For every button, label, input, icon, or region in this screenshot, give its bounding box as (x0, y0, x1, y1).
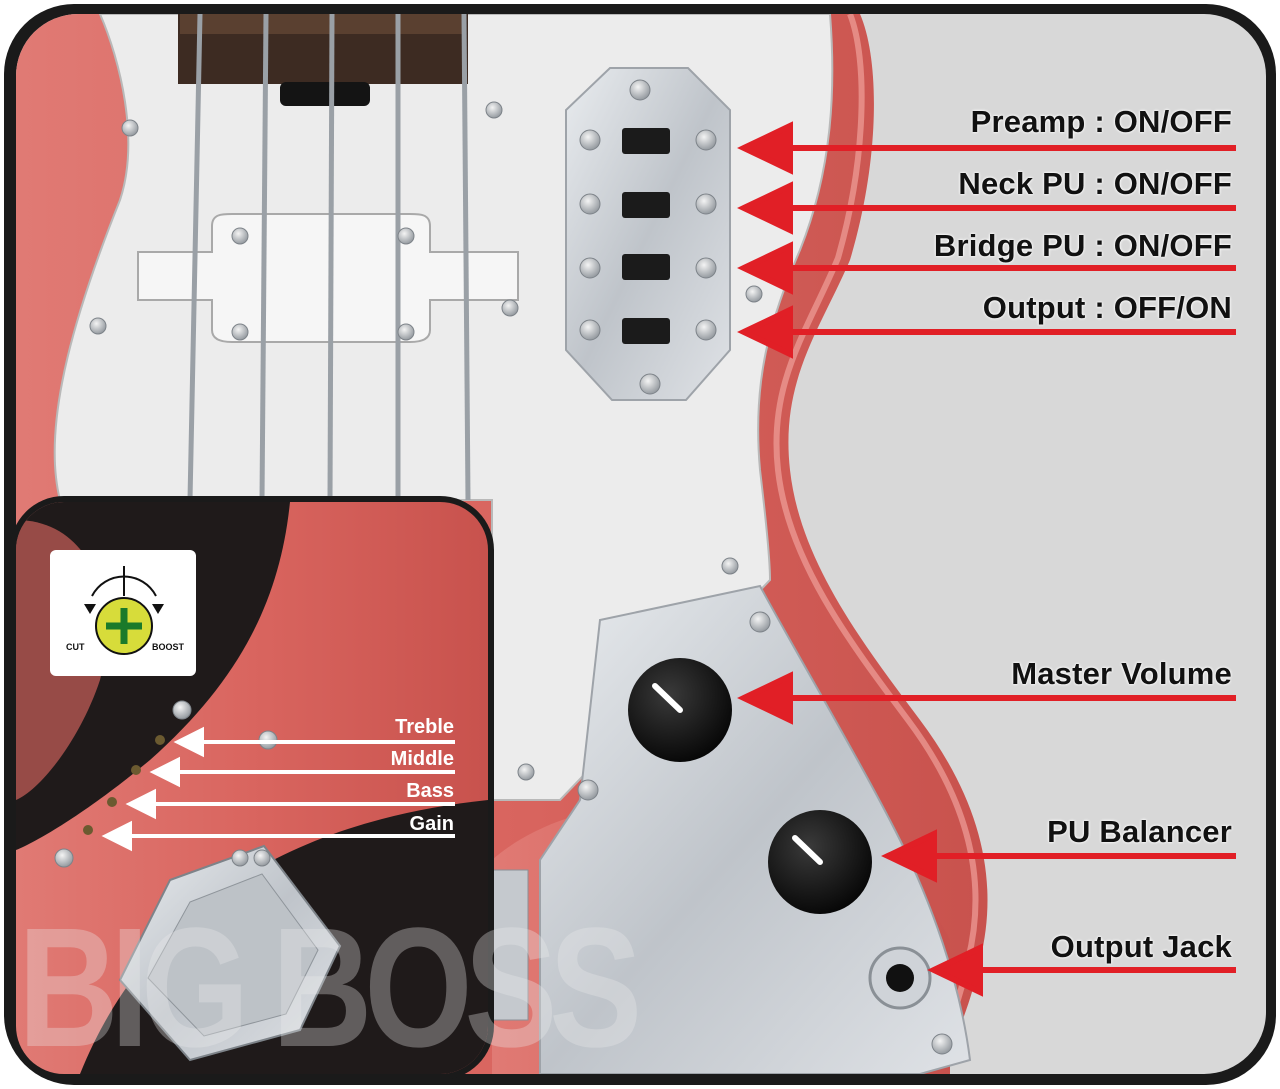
cut-label: CUT (66, 642, 85, 652)
label-bridge-pu: Bridge PU : ON/OFF (933, 228, 1232, 263)
label-bass: Bass (406, 780, 454, 802)
label-pu-balancer: PU Balancer (1047, 814, 1232, 849)
label-gain: Gain (409, 813, 454, 835)
label-output-switch: Output : OFF/ON (982, 290, 1232, 325)
label-master-volume: Master Volume (1011, 656, 1232, 691)
label-preamp: Preamp : ON/OFF (970, 104, 1232, 139)
label-output-jack: Output Jack (1050, 929, 1232, 964)
cut-boost-icon (50, 550, 196, 676)
label-treble: Treble (395, 716, 454, 738)
boost-label: BOOST (152, 642, 185, 652)
label-neck-pu: Neck PU : ON/OFF (958, 166, 1232, 201)
label-middle: Middle (390, 748, 454, 770)
callout-arrows (737, 121, 1236, 997)
watermark-logo: BIG BOSS (18, 893, 642, 1083)
